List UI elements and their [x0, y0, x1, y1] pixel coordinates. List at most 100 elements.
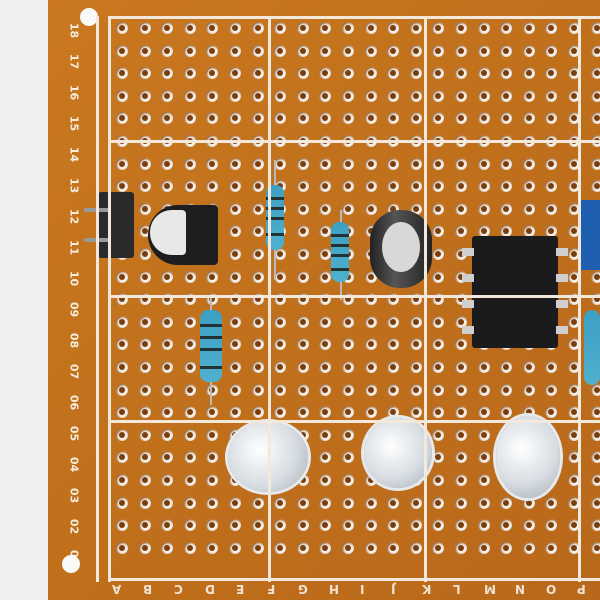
hole [568, 44, 580, 57]
column-label: F [267, 582, 276, 596]
hole [590, 383, 600, 396]
hole [455, 541, 467, 554]
hole [568, 428, 580, 441]
hole [568, 451, 580, 464]
hole [500, 406, 513, 419]
hole [251, 519, 264, 532]
hole [409, 157, 422, 170]
grid-line [424, 16, 427, 582]
hole [590, 22, 600, 34]
hole [319, 315, 332, 328]
hole [432, 383, 445, 396]
hole [161, 451, 174, 464]
hole [116, 496, 128, 509]
hole [342, 315, 354, 328]
resistor [200, 310, 222, 382]
hole [274, 315, 287, 328]
hole [568, 225, 580, 238]
hole [522, 519, 535, 532]
hole [206, 112, 219, 125]
hole [251, 202, 264, 215]
hole [409, 44, 422, 57]
hole [409, 406, 422, 419]
hole [342, 112, 354, 125]
grid-line [96, 16, 99, 582]
hole [319, 451, 332, 464]
hole [545, 112, 558, 125]
hole [500, 383, 513, 396]
hole [116, 22, 128, 34]
hole [590, 496, 600, 509]
row-label: 14 [67, 146, 81, 163]
hole [477, 361, 490, 373]
hole [455, 361, 467, 373]
hole [590, 89, 600, 102]
hole [522, 406, 535, 419]
hole [251, 338, 264, 351]
hole [568, 338, 580, 351]
hole [161, 22, 174, 34]
hole [161, 496, 174, 509]
hole [274, 270, 287, 283]
hole [251, 270, 264, 283]
hole [387, 519, 400, 532]
column-label: E [236, 582, 245, 596]
hole [432, 496, 445, 509]
hole [590, 519, 600, 532]
hole [455, 157, 467, 170]
hole [387, 89, 400, 102]
hole [183, 496, 196, 509]
hole [522, 496, 535, 509]
column-label: N [515, 582, 526, 596]
hole [432, 225, 445, 238]
hole [183, 451, 196, 464]
hole [387, 67, 400, 80]
hole [409, 541, 422, 554]
hole [342, 89, 354, 102]
hole [432, 406, 445, 419]
ic-pin [556, 274, 568, 282]
hole [387, 44, 400, 57]
grid-line [108, 420, 600, 423]
hole [432, 180, 445, 193]
hole [455, 519, 467, 532]
row-label: 13 [67, 177, 81, 194]
hole [477, 225, 490, 238]
hole [364, 315, 377, 328]
hole [455, 315, 467, 328]
hole [296, 315, 309, 328]
hole [116, 451, 128, 464]
hole [206, 496, 219, 509]
hole [522, 383, 535, 396]
column-label: A [112, 582, 122, 596]
hole [342, 180, 354, 193]
row-label: 15 [67, 115, 81, 132]
hole [296, 67, 309, 80]
hole [161, 89, 174, 102]
led [496, 416, 560, 498]
hole [342, 474, 354, 486]
hole [432, 22, 445, 34]
row-label: 10 [67, 270, 81, 287]
hole [161, 180, 174, 193]
hole [138, 496, 151, 509]
hole [432, 44, 445, 57]
hole [229, 519, 241, 532]
hole [319, 202, 332, 215]
hole [251, 112, 264, 125]
hole [409, 519, 422, 532]
hole [364, 89, 377, 102]
hole [206, 474, 219, 486]
hole [568, 496, 580, 509]
hole [364, 22, 377, 34]
hole [251, 67, 264, 80]
hole [477, 451, 490, 464]
hole [319, 270, 332, 283]
hole [500, 67, 513, 80]
hole [522, 225, 535, 238]
hole [251, 315, 264, 328]
hole [364, 496, 377, 509]
hole [455, 67, 467, 80]
hole [477, 22, 490, 34]
hole [545, 383, 558, 396]
